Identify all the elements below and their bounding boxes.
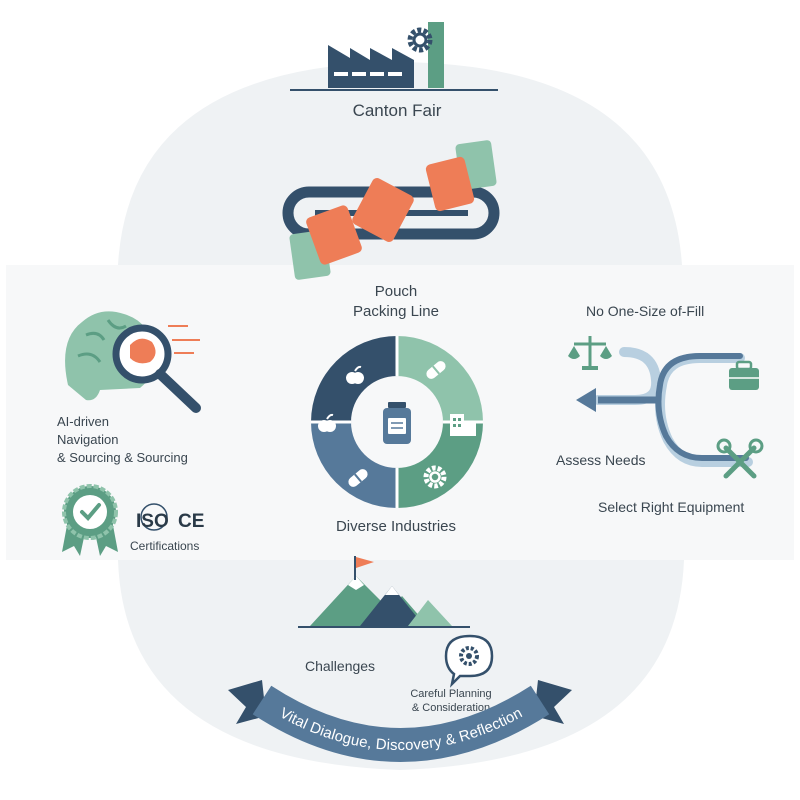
briefcase-icon: [729, 360, 759, 390]
magnifier-icon: [112, 324, 201, 413]
factory-icon: [290, 22, 498, 91]
ce-logo-text: CE: [178, 511, 204, 532]
certification-logos: ISO CE: [136, 503, 204, 532]
scale-icon: [568, 336, 612, 370]
right-title: No One-Size of-Fill: [586, 303, 704, 319]
gear-icon: [407, 27, 433, 53]
chat-gear-icon: [444, 634, 494, 688]
certifications-label: Certifications: [130, 539, 199, 553]
apple-icon: [318, 413, 336, 432]
pill-icon: [348, 469, 368, 487]
pill-icon: [426, 361, 446, 379]
ai-label-2: Navigation: [57, 432, 118, 447]
select-equipment-label: Select Right Equipment: [598, 499, 744, 515]
decision-path: [576, 347, 753, 467]
header-title: Canton Fair: [353, 101, 442, 120]
gear-icon: [423, 465, 447, 489]
pouch-icon: [289, 140, 497, 280]
planning-label-1: Careful Planning: [410, 688, 491, 700]
mountain-icon: [298, 576, 470, 628]
pouch-line-label-2: Packing Line: [353, 303, 439, 320]
building-icon: [450, 414, 476, 436]
flag-icon: [354, 556, 374, 580]
pouch-line-label-1: Pouch: [375, 283, 418, 300]
center-label: Diverse Industries: [336, 518, 456, 535]
bottom-banner: Vital Dialogue, Discovery & Reflection: [228, 680, 572, 762]
iso-logo-text: ISO: [136, 511, 169, 532]
jar-icon: [383, 402, 411, 444]
ai-label-3: & Sourcing & Sourcing: [57, 450, 188, 465]
badge-icon: [62, 484, 118, 556]
challenges-label: Challenges: [305, 658, 375, 674]
apple-icon: [346, 365, 364, 384]
planning-label-2: & Consideration: [412, 702, 490, 714]
assess-needs-label: Assess Needs: [556, 452, 645, 468]
ai-label-1: AI-driven: [57, 414, 109, 429]
tools-icon: [716, 438, 764, 479]
